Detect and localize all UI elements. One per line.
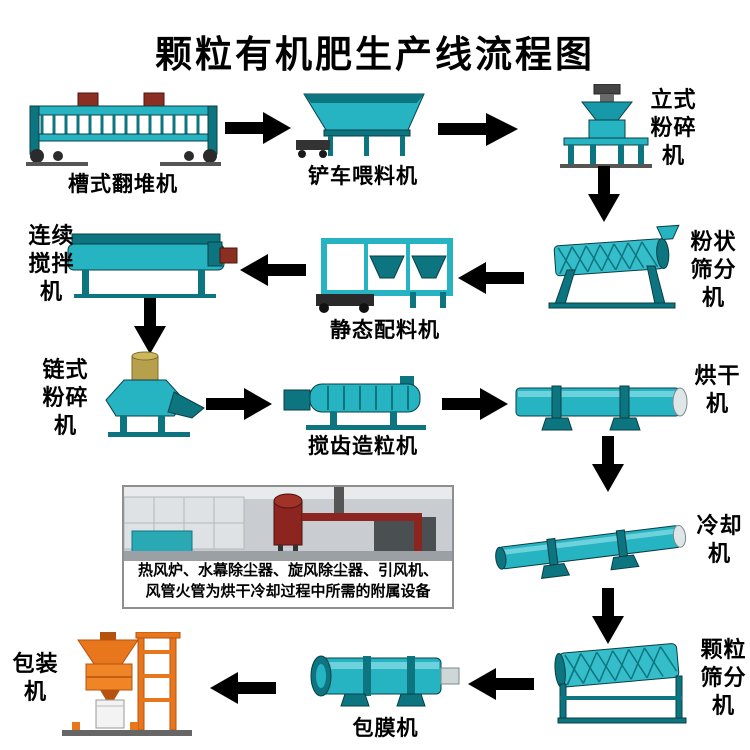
arrow-granulator-to-dryer xyxy=(442,386,508,422)
loader-feeder-machine-illustration xyxy=(296,90,431,162)
static-batcher-machine-illustration xyxy=(316,236,456,314)
arrow-granule-screener-to-coater xyxy=(468,666,534,702)
arrow-coater-to-packer xyxy=(210,670,276,706)
arrow-turner-to-feeder xyxy=(225,110,291,146)
continuous-mixer-machine-illustration xyxy=(60,224,240,302)
chain-crusher-machine-illustration xyxy=(94,350,209,438)
trough-turner-label: 槽式翻堆机 xyxy=(68,172,178,196)
chain-crusher-label: 链式粉碎机 xyxy=(42,357,89,439)
tooth-granulator-label: 搅齿造粒机 xyxy=(308,434,418,458)
page-title: 颗粒有机肥生产线流程图 xyxy=(155,35,595,76)
powder-screener-machine-illustration xyxy=(543,224,683,309)
packing-machine-label: 包装机 xyxy=(12,651,59,705)
auxiliary-equipment-photo xyxy=(124,487,452,561)
arrow-mixer-to-chain-crusher xyxy=(132,298,168,354)
coating-machine-illustration xyxy=(303,648,468,710)
coating-machine-label: 包膜机 xyxy=(352,716,419,740)
trough-turner-machine-illustration xyxy=(26,90,221,168)
vertical-crusher-label: 立式粉碎机 xyxy=(650,87,697,169)
arrow-chain-crusher-to-granulator xyxy=(206,386,272,422)
cooler-label: 冷却机 xyxy=(696,513,743,567)
note-caption-line-1: 热风炉、水幕除尘器、旋风除尘器、引风机、 xyxy=(137,563,438,579)
continuous-mixer-label: 连续搅拌机 xyxy=(28,223,75,305)
vertical-crusher-machine-illustration xyxy=(556,84,656,168)
packing-machine-illustration xyxy=(52,632,202,740)
note-caption-line-2: 风管火管为烘干冷却过程中所需的附属设备 xyxy=(145,584,431,600)
arrow-powder-screener-to-batcher xyxy=(458,260,524,296)
arrow-feeder-to-crusher xyxy=(438,110,518,148)
tooth-granulator-machine-illustration xyxy=(282,374,442,432)
arrow-cooler-to-granule-screener xyxy=(590,588,626,644)
granule-screener-machine-illustration xyxy=(550,632,695,724)
powder-screener-label: 粉状筛分机 xyxy=(690,229,737,311)
static-batcher-label: 静态配料机 xyxy=(330,318,440,342)
auxiliary-equipment-note-box: 热风炉、水幕除尘器、旋风除尘器、引风机、 风管火管为烘干冷却过程中所需的附属设备 xyxy=(122,485,454,609)
arrow-crusher-to-powder-screener xyxy=(586,166,622,222)
loader-feeder-label: 铲车喂料机 xyxy=(308,164,418,188)
arrow-batcher-to-mixer xyxy=(240,252,306,288)
dryer-machine-illustration xyxy=(512,378,692,434)
arrow-dryer-to-cooler xyxy=(590,436,626,492)
cooler-machine-illustration xyxy=(492,506,697,586)
granule-screener-label: 颗粒筛分机 xyxy=(700,637,747,719)
dryer-label: 烘干机 xyxy=(694,363,741,417)
